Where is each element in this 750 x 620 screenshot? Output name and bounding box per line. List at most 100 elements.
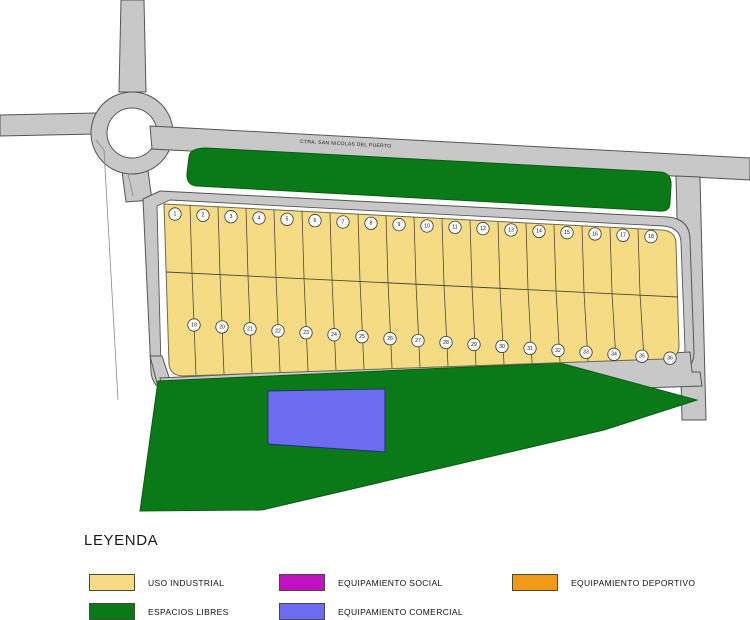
- parcel-number-label: 30: [499, 344, 505, 350]
- parcel-marker-circle: [523, 341, 537, 355]
- parcel-number-label: 20: [219, 324, 225, 330]
- parcel-29[interactable]: 29: [467, 337, 481, 352]
- parcel-number-label: 1: [174, 211, 177, 217]
- parcel-marker-circle: [243, 322, 257, 336]
- industrial-block-outline: [163, 203, 680, 377]
- parcel-2[interactable]: 2: [196, 208, 210, 222]
- parcel-26[interactable]: 26: [383, 332, 397, 346]
- parcel-marker-circle: [271, 324, 285, 338]
- parcel-marker-circle: [168, 207, 182, 221]
- parcel-marker-circle: [439, 335, 453, 350]
- industrial-parcel-block: [163, 203, 680, 377]
- parcel-8[interactable]: 8: [364, 216, 378, 230]
- parcel-marker-circle: [476, 222, 490, 236]
- parcel-number-label: 15: [564, 230, 570, 236]
- parcel-27[interactable]: 27: [411, 333, 425, 348]
- parcel-31[interactable]: 31: [523, 341, 537, 355]
- road-north: [118, 0, 147, 93]
- parcel-36[interactable]: 36: [663, 351, 677, 365]
- equipamiento-comercial-block: [267, 388, 386, 453]
- parcel-marker-circle: [187, 318, 201, 332]
- parcel-marker-circle: [420, 219, 434, 233]
- parcel-10[interactable]: 10: [420, 219, 434, 233]
- parcel-12[interactable]: 12: [476, 222, 490, 236]
- parcel-5[interactable]: 5: [280, 212, 294, 226]
- parcel-number-label: 17: [620, 233, 626, 239]
- parcel-19[interactable]: 19: [187, 318, 201, 332]
- parcel-21[interactable]: 21: [243, 322, 257, 336]
- parcel-13[interactable]: 13: [504, 223, 518, 237]
- roundabout-island: [106, 107, 158, 159]
- parcel-marker-circle: [579, 345, 593, 359]
- kerb-line-roundabout-south: [127, 173, 134, 197]
- road-ctra-san-nicolas: [149, 125, 750, 181]
- parcel-22[interactable]: 22: [271, 324, 285, 338]
- parcel-number-label: 24: [331, 332, 337, 338]
- parcel-marker-circle: [364, 216, 378, 230]
- parcel-marker-circle: [635, 349, 649, 363]
- parcel-number-label: 33: [583, 350, 589, 356]
- parcel-markers-bottom-row: 19 20 21 22 23 24 25 26 27 28 29 30 31 32 33 34 35 36: [187, 318, 677, 365]
- parcel-16[interactable]: 16: [588, 227, 602, 241]
- parcel-number-label: 23: [303, 330, 309, 336]
- parcel-marker-circle: [663, 351, 677, 365]
- parcel-9[interactable]: 9: [392, 218, 406, 232]
- parcel-3[interactable]: 3: [224, 210, 238, 224]
- parcel-15[interactable]: 15: [560, 226, 574, 240]
- parcel-number-label: 5: [286, 217, 289, 223]
- parcel-marker-circle: [355, 330, 369, 344]
- parcel-marker-circle: [495, 339, 509, 354]
- parcel-6[interactable]: 6: [308, 214, 322, 228]
- parcel-marker-circle: [280, 212, 294, 226]
- parcel-30[interactable]: 30: [495, 339, 509, 354]
- parcel-25[interactable]: 25: [355, 330, 369, 344]
- parcel-marker-circle: [327, 328, 341, 342]
- parcel-marker-circle: [467, 337, 481, 352]
- parcel-number-label: 25: [359, 334, 365, 340]
- parcel-1[interactable]: 1: [168, 207, 182, 221]
- parcel-17[interactable]: 17: [616, 228, 630, 242]
- parcel-marker-circle: [532, 224, 546, 238]
- parcel-number-label: 3: [230, 214, 233, 220]
- parcel-number-label: 12: [480, 226, 486, 232]
- parcel-33[interactable]: 33: [579, 345, 593, 359]
- parcel-number-label: 18: [648, 234, 654, 240]
- road-name-label: CTRA. SAN NICOLAS DEL PUERTO: [300, 139, 392, 150]
- parcel-marker-circle: [224, 210, 238, 224]
- parcel-number-label: 26: [387, 336, 393, 342]
- parcel-number-label: 34: [611, 352, 617, 358]
- parcel-24[interactable]: 24: [327, 328, 341, 342]
- parcel-18[interactable]: 18: [644, 230, 658, 244]
- parcel-marker-circle: [196, 208, 210, 222]
- parcel-32[interactable]: 32: [551, 343, 565, 357]
- parcel-marker-circle: [411, 333, 425, 348]
- parcel-7[interactable]: 7: [336, 215, 350, 229]
- parcel-number-label: 14: [536, 229, 542, 235]
- parcel-28[interactable]: 28: [439, 335, 453, 350]
- parcel-marker-circle: [616, 228, 630, 242]
- parcel-number-label: 32: [555, 348, 561, 354]
- parcel-marker-circle: [607, 347, 621, 361]
- parcel-35[interactable]: 35: [635, 349, 649, 363]
- road-west: [0, 112, 97, 137]
- parcel-number-label: 9: [398, 222, 401, 228]
- parcel-11[interactable]: 11: [448, 220, 462, 234]
- parcel-dividers-top: [189, 204, 641, 295]
- parcel-4[interactable]: 4: [252, 211, 266, 225]
- parcel-marker-circle: [448, 220, 462, 234]
- parcel-marker-circle: [560, 226, 574, 240]
- parcel-number-label: 4: [258, 215, 261, 221]
- green-area-south: [139, 362, 699, 512]
- parcel-number-label: 21: [247, 326, 253, 332]
- green-strip-north: [186, 147, 672, 212]
- parcel-34[interactable]: 34: [607, 347, 621, 361]
- parcel-20[interactable]: 20: [215, 320, 229, 334]
- parcel-number-label: 27: [415, 338, 421, 344]
- parcel-14[interactable]: 14: [532, 224, 546, 238]
- parcel-number-label: 13: [508, 227, 514, 233]
- parcel-23[interactable]: 23: [299, 326, 313, 340]
- parcel-number-label: 35: [639, 354, 645, 360]
